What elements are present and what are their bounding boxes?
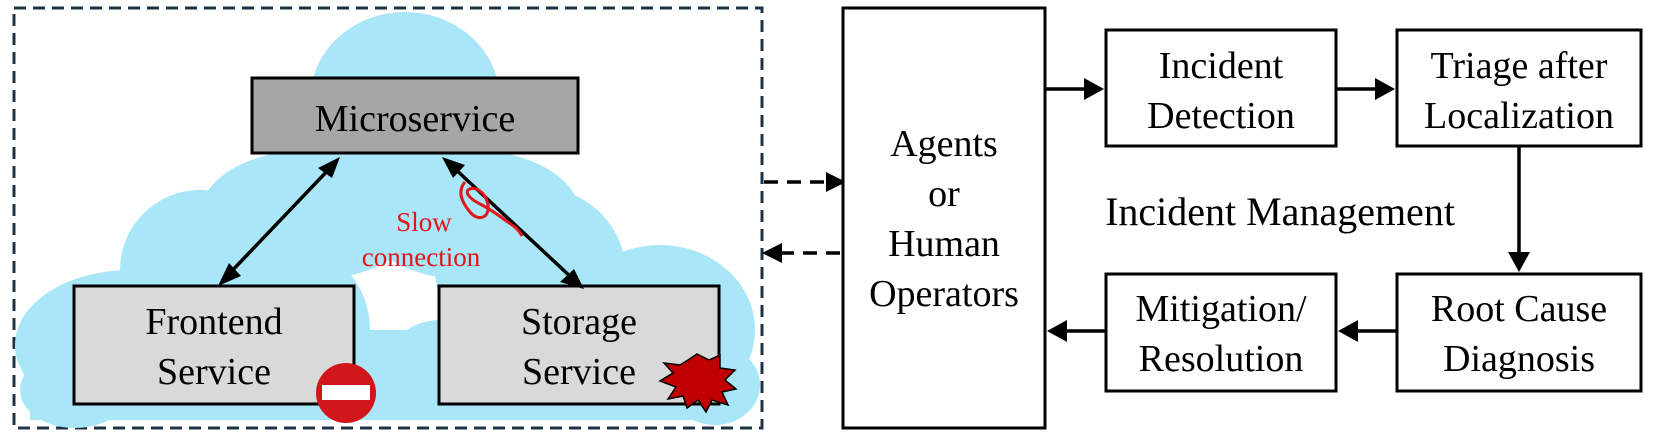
mitigation-label-line2: Resolution [1139,338,1304,380]
slow-label: Slow [396,207,452,237]
agents-label-line2: or [928,173,960,215]
agents-box [841,6,1047,430]
dashed-arrow-left [762,243,842,263]
storage-label-line1: Storage [521,301,637,343]
explosion-icon [658,353,738,414]
mitigation-box [1104,272,1338,393]
frontend-label-line1: Frontend [145,301,282,343]
storage-link-arrow [442,157,584,289]
agents-label-line3: Human [888,223,1000,265]
incident-detection-box [1104,28,1338,148]
microservice-box [250,76,580,155]
root-cause-label-line2: Diagnosis [1443,338,1595,380]
arrow-rootcause-to-mitigation [1338,320,1397,342]
triage-box [1395,28,1643,148]
microservice-label: Microservice [315,98,515,140]
incident-management-label: Incident Management [1105,189,1455,234]
storage-label-line2: Service [522,351,636,393]
no-entry-icon [316,363,376,423]
system-boundary [12,6,764,430]
detection-label-line1: Incident [1159,45,1284,87]
arrow-detection-to-triage [1336,78,1395,100]
arrow-mitigation-to-agents [1047,320,1106,342]
agents-label-line1: Agents [890,123,998,165]
connection-label: connection [362,242,481,272]
mitigation-label-line1: Mitigation/ [1136,288,1307,330]
detection-label-line2: Detection [1147,95,1295,137]
frontend-link-arrow [218,157,340,286]
frontend-service-box [72,284,356,406]
triage-label-line2: Localization [1424,95,1614,137]
triage-label-line1: Triage after [1431,45,1608,87]
frontend-label-line2: Service [157,351,271,393]
agents-label-line4: Operators [869,273,1019,315]
dashed-arrow-right [764,172,846,192]
arrow-triage-to-rootcause [1508,146,1530,272]
arrow-agents-to-detection [1045,78,1104,100]
root-cause-label-line1: Root Cause [1431,288,1607,330]
slow-connection-squiggle [459,181,524,237]
root-cause-box [1395,272,1643,393]
